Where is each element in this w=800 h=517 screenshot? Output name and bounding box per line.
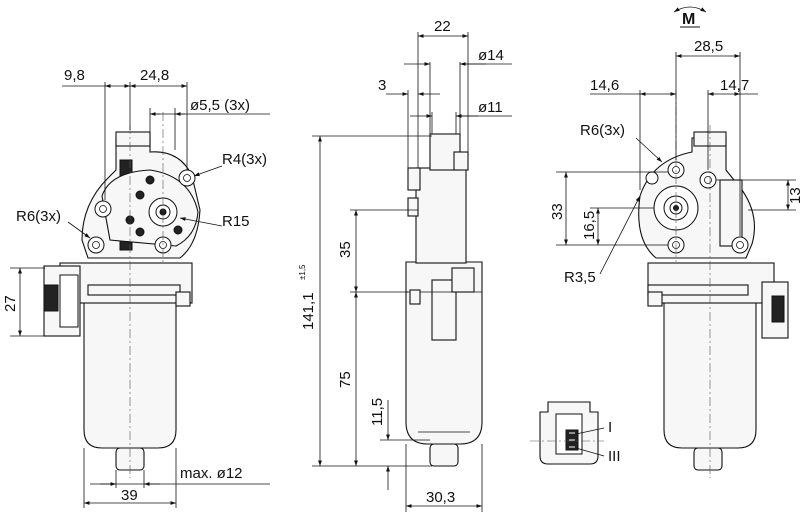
dim-13: 13 [787,187,800,204]
pin-label-3: III [608,448,621,465]
label-r4: R4(3x) [222,151,267,168]
side-view: 22 ø14 3 ø11 141,1 ±1,5 35 75 11,5 30,3 [298,18,512,512]
dim-14-7: 14,7 [720,77,749,94]
dim-75: 75 [337,371,354,388]
dim-tolerance: ±1,5 [298,264,307,280]
dim-33: 33 [549,203,566,220]
label-r3-5: R3,5 [564,269,596,286]
rear-motor-can [663,299,757,449]
dim-35: 35 [337,241,354,258]
rear-shaft [693,447,723,471]
front-view: 9,8 24,8 ø5,5 (3x) R4(3x) R6(3x) R15 27 … [2,67,270,508]
dim-hole-dia: ø5,5 (3x) [190,97,250,114]
side-shaft [429,443,459,467]
dim-dia-14: ø14 [478,47,504,64]
side-gearbox [415,167,467,264]
dim-14-6: 14,6 [590,77,619,94]
front-mount-hole-1 [178,169,196,187]
rear-mount-hole-2 [699,171,717,189]
label-r6-front: R6(3x) [16,208,61,225]
dim-dia-11: ø11 [478,99,503,116]
dim-3: 3 [378,77,386,94]
dim-141-1: 141,1 [300,292,317,330]
dim-22: 22 [434,18,451,35]
label-r6-rear: R6(3x) [580,122,625,139]
pin-label-1: I [608,419,612,436]
connector-detail: I III [530,401,621,465]
dim-24-8: 24,8 [140,67,169,84]
dim-16-5: 16,5 [581,211,598,240]
rear-flange [647,262,775,304]
dim-27: 27 [2,295,19,312]
front-flange [59,262,193,304]
front-mount-hole-2 [94,200,112,218]
dim-30-3: 30,3 [426,489,455,506]
dim-39: 39 [121,487,138,504]
dim-9-8: 9,8 [64,67,85,84]
dim-max-dia-12: max. ø12 [180,465,243,482]
dim-28-5: 28,5 [694,38,723,55]
rear-view: M [549,6,800,478]
motor-symbol: M [682,11,695,28]
front-motor-can [83,299,177,449]
side-motor-body [405,261,483,445]
dim-11-5: 11,5 [369,398,386,426]
label-r15: R15 [222,213,250,230]
